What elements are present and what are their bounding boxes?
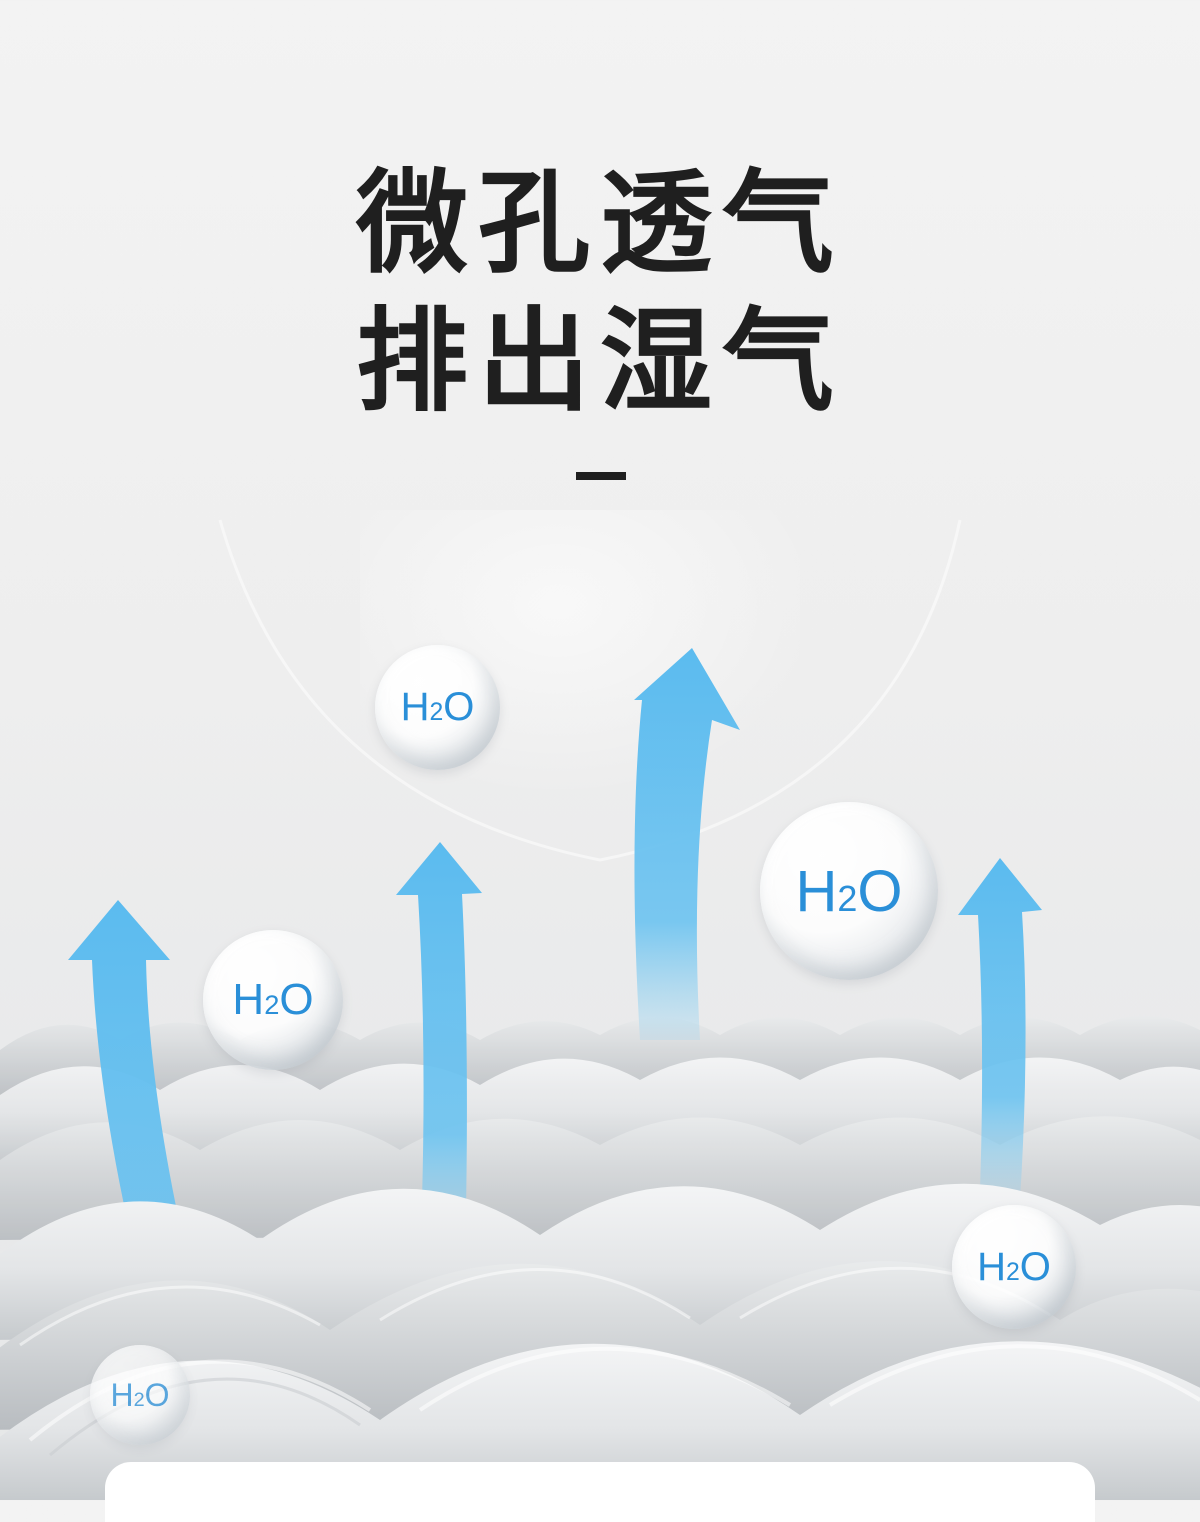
h2o-label: H2O bbox=[795, 858, 903, 924]
water-molecule-bubble: H2O bbox=[760, 802, 938, 980]
backdrop-curve bbox=[218, 519, 962, 862]
h2o-label: H2O bbox=[110, 1376, 170, 1413]
fabric-front-rows bbox=[0, 1183, 1200, 1500]
h2o-subscript: 2 bbox=[837, 877, 858, 919]
h2o-subscript: 2 bbox=[133, 1388, 145, 1411]
headline-line-2: 排出湿气 bbox=[356, 297, 844, 427]
upward-arrow-icon bbox=[958, 858, 1042, 1200]
water-molecule-bubble: H2O bbox=[203, 930, 343, 1070]
headline-line-1: 微孔透气 bbox=[356, 159, 844, 289]
water-molecule-bubble: H2O bbox=[90, 1345, 190, 1445]
water-molecule-bubble: H2O bbox=[952, 1205, 1076, 1329]
h2o-subscript: 2 bbox=[264, 989, 280, 1020]
h2o-subscript: 2 bbox=[1005, 1258, 1020, 1286]
bottom-card bbox=[105, 1462, 1095, 1522]
h2o-label: H2O bbox=[232, 975, 314, 1024]
upward-arrow-icon bbox=[634, 648, 740, 1040]
divider-dash bbox=[576, 472, 626, 480]
h2o-subscript: 2 bbox=[429, 699, 444, 726]
water-molecule-bubble: H2O bbox=[375, 645, 500, 770]
h2o-label: H2O bbox=[977, 1244, 1051, 1289]
upward-arrow-icon bbox=[396, 842, 482, 1260]
h2o-label: H2O bbox=[400, 685, 475, 729]
